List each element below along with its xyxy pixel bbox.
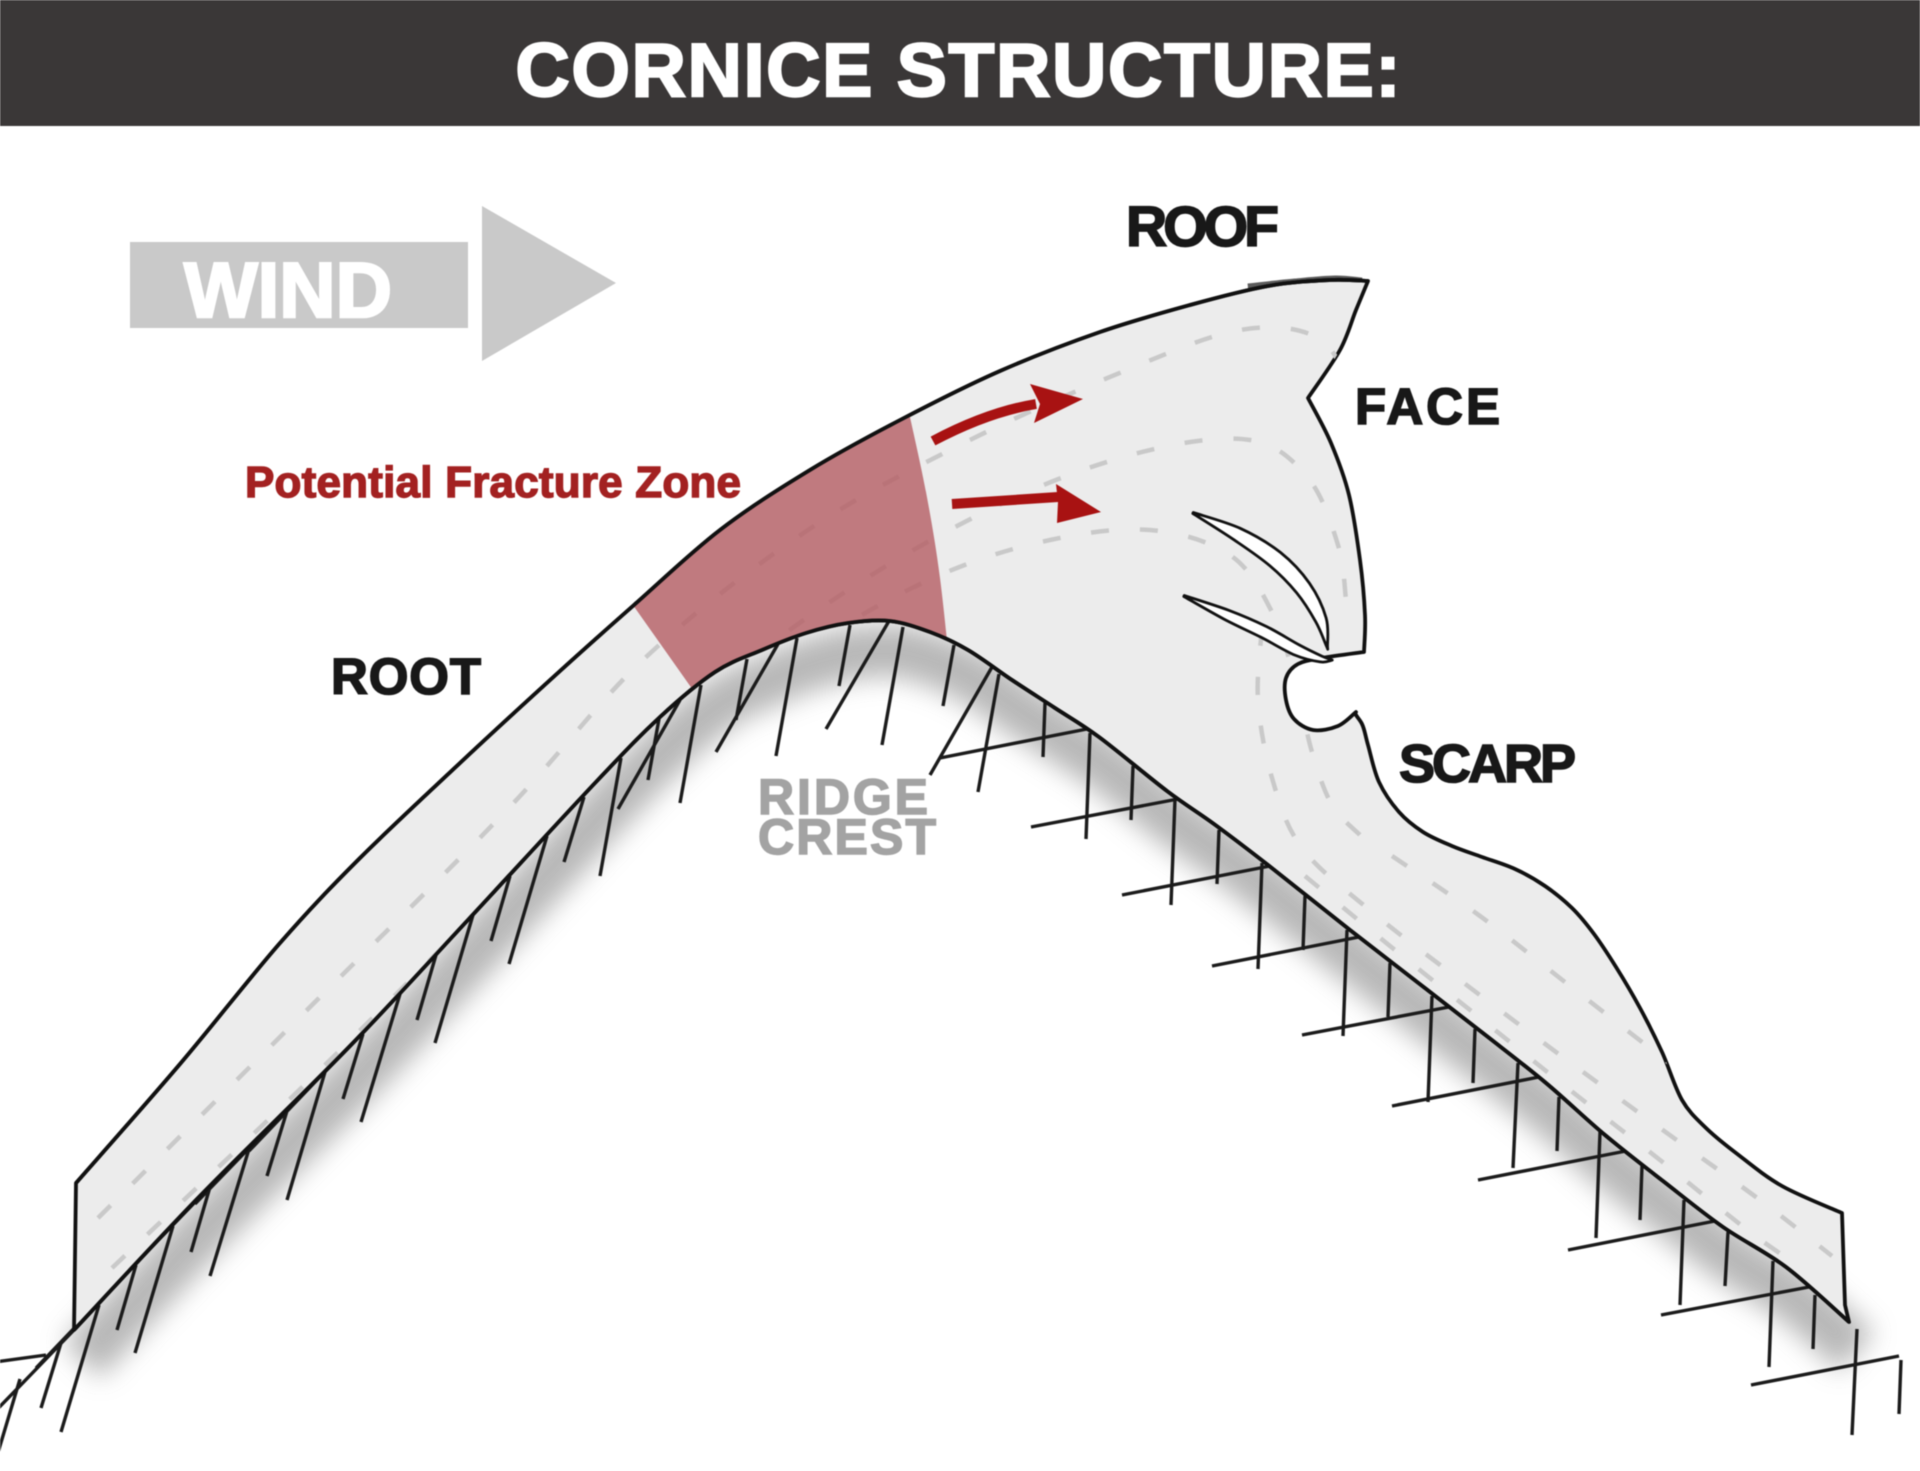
svg-text:FACE: FACE xyxy=(1355,378,1500,435)
svg-text:ROOT: ROOT xyxy=(331,648,481,705)
svg-text:RIDGE: RIDGE xyxy=(758,769,928,825)
svg-text:SCARP: SCARP xyxy=(1399,734,1576,794)
svg-text:Potential Fracture Zone: Potential Fracture Zone xyxy=(245,458,741,507)
svg-text:WIND: WIND xyxy=(184,246,392,334)
svg-text:ROOF: ROOF xyxy=(1126,195,1279,259)
svg-text:CORNICE STRUCTURE:: CORNICE STRUCTURE: xyxy=(516,28,1401,112)
svg-text:CREST: CREST xyxy=(758,809,936,865)
